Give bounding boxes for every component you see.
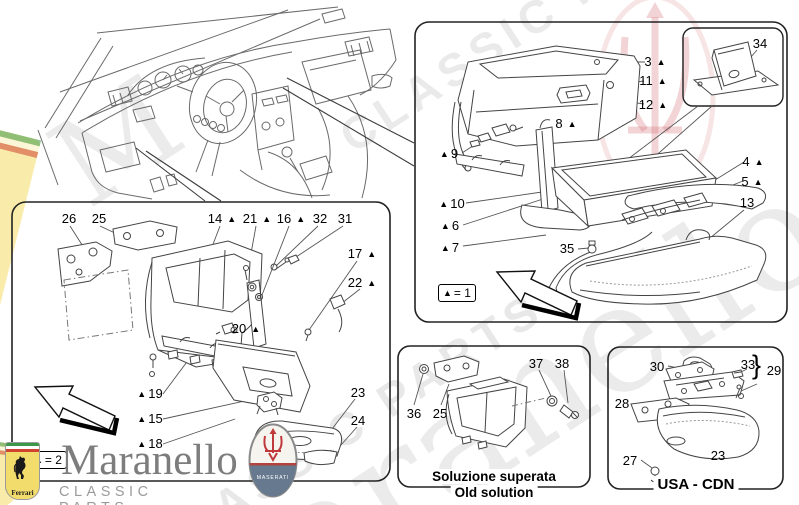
- dashboard-pointer-lines: [135, 77, 415, 202]
- part-label-left-31: 31: [337, 211, 353, 226]
- part-label-left-25: 25: [91, 211, 107, 226]
- left-box-parts: [33, 220, 361, 466]
- part-label-right-6: ▲6: [440, 218, 460, 233]
- part-label-usa_cdn-33: 33: [740, 357, 756, 372]
- legend-left-value: = 2: [44, 453, 62, 467]
- legend-quantity-right: ▲ = 1: [438, 284, 476, 302]
- right-box-parts: [451, 41, 780, 321]
- part-label-left-15: ▲15: [137, 411, 163, 426]
- part-label-old_solution-36: 36: [406, 406, 422, 421]
- old-solution-caption-english: Old solution: [450, 485, 538, 500]
- part-label-right-10: ▲10: [439, 196, 465, 211]
- part-label-right-12: 12▲: [638, 97, 668, 112]
- part-label-right-9: ▲9: [439, 146, 459, 161]
- part-label-old_solution-38: 38: [554, 356, 570, 371]
- part-label-left-16: 16▲: [276, 211, 306, 226]
- part-label-right-4: 4▲: [742, 154, 764, 169]
- bracket-brace-29: }: [752, 350, 762, 380]
- part-label-left-14: 14▲: [207, 211, 237, 226]
- part-label-left-18: ▲18: [137, 436, 163, 451]
- usa-cdn-caption: USA - CDN: [653, 476, 739, 493]
- part-label-right-13: 13: [739, 195, 755, 210]
- old-solution-parts: [413, 355, 579, 450]
- usa-cdn-parts: [630, 356, 760, 483]
- old-solution-caption-italian: Soluzione superata: [428, 469, 560, 484]
- part-label-old_solution-25: 25: [432, 406, 448, 421]
- part-label-left-21: 21▲: [242, 211, 272, 226]
- legend-quantity-left: ▲ = 2: [29, 451, 67, 469]
- dashboard-illustration: [37, 6, 397, 200]
- part-label-right-11: 11▲: [639, 73, 667, 88]
- part-label-usa_cdn-27: 27: [622, 453, 638, 468]
- part-label-right-8: 8▲: [555, 116, 577, 131]
- part-label-left-24: 24: [350, 413, 366, 428]
- inset-box-34: [682, 27, 784, 107]
- triangle-marker-icon: ▲: [443, 288, 452, 298]
- part-label-left-22: 22▲: [347, 275, 377, 290]
- part-label-usa_cdn-23: 23: [710, 448, 726, 463]
- right-detail-box: [414, 21, 788, 323]
- legend-right-value: = 1: [453, 286, 471, 300]
- part-label-left-23: 23: [350, 385, 366, 400]
- triangle-marker-icon: ▲: [34, 455, 43, 465]
- part-label-left-20: 20▲: [231, 321, 261, 336]
- part-label-left-26: 26: [61, 211, 77, 226]
- part-label-usa_cdn-30: 30: [649, 359, 665, 374]
- part-label-right-5: 5▲: [741, 174, 763, 189]
- part-label-usa_cdn-29: 29: [766, 363, 782, 378]
- part-label-old_solution-37: 37: [528, 356, 544, 371]
- part-label-right-7: ▲7: [440, 240, 460, 255]
- part-label-right-35: 35: [559, 241, 575, 256]
- part-label-left-17: 17▲: [347, 246, 377, 261]
- part-label-right-3: 3▲: [644, 54, 666, 69]
- part-label-left-32: 32: [312, 211, 328, 226]
- part-label-right-34: 34: [752, 36, 768, 51]
- part-label-left-19: ▲19: [137, 386, 163, 401]
- part-label-usa_cdn-28: 28: [614, 396, 630, 411]
- left-detail-box: [11, 201, 391, 482]
